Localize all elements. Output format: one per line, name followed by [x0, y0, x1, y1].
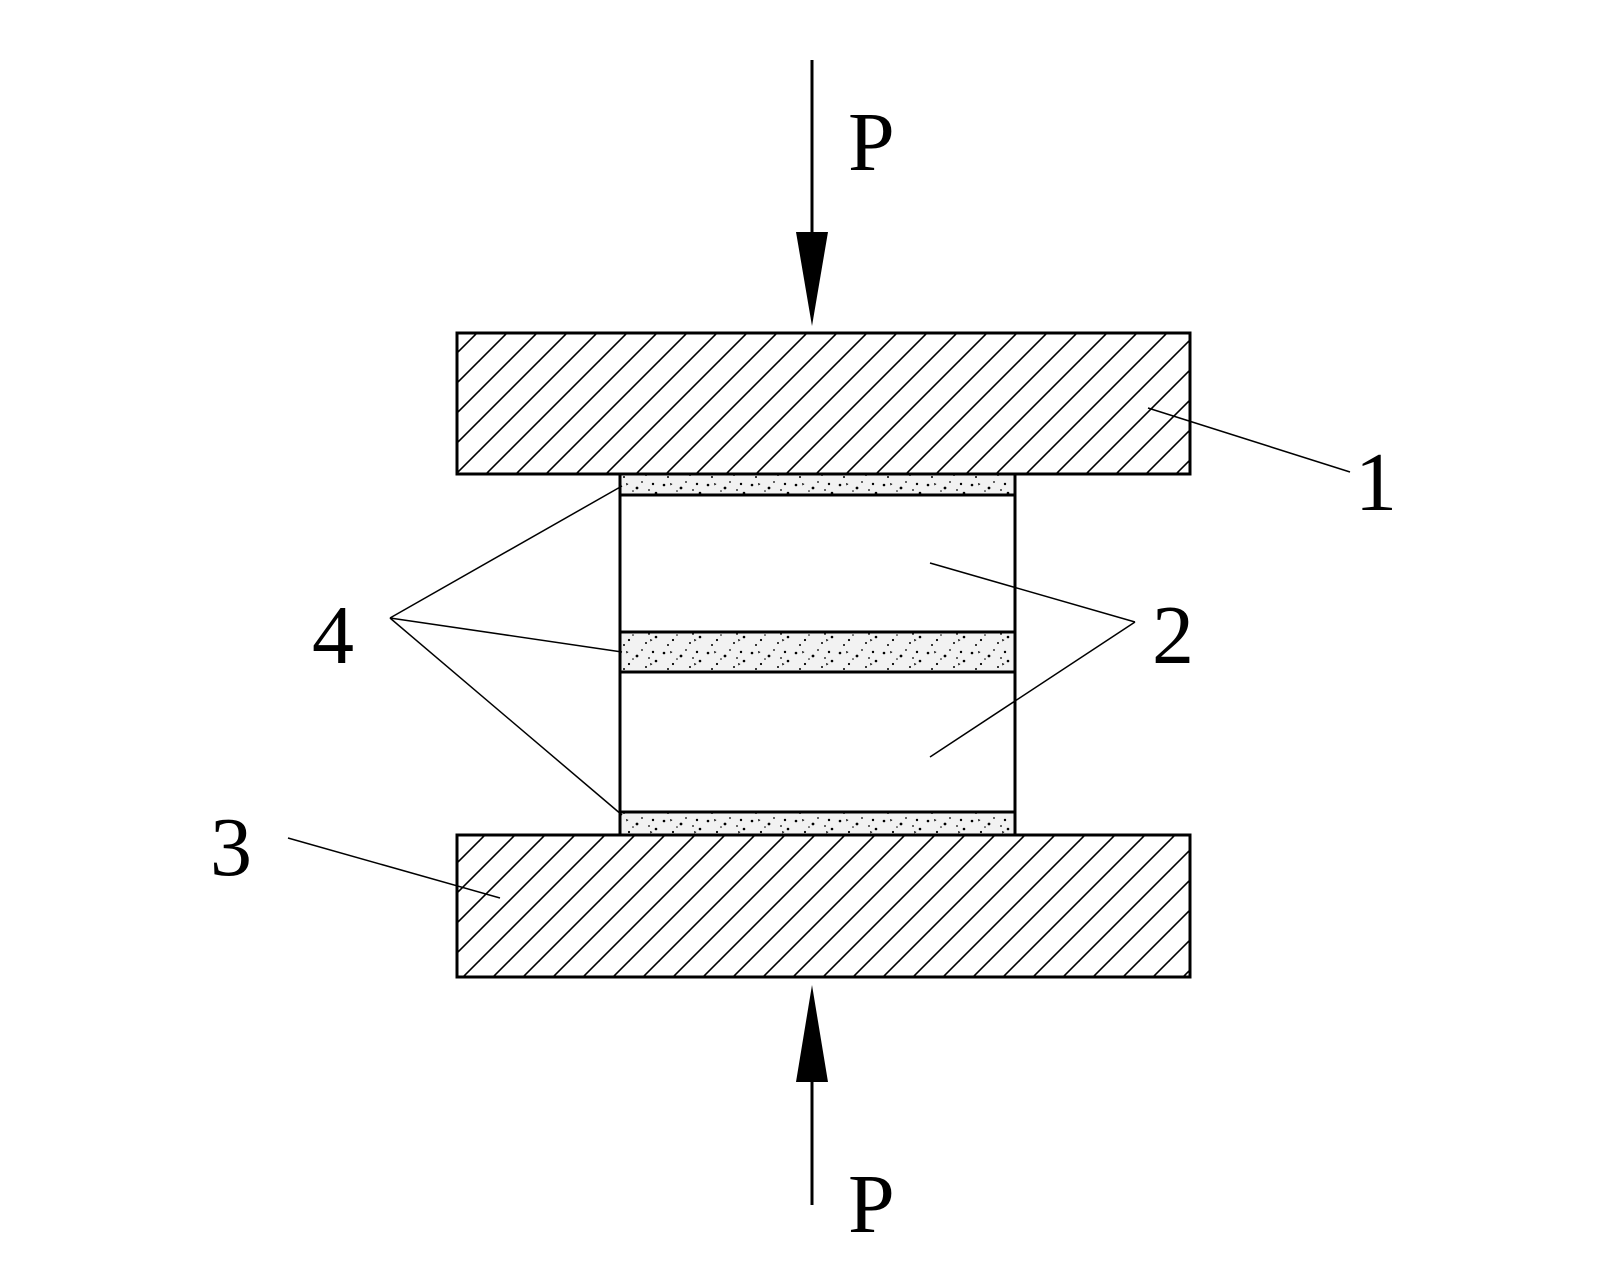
- leader-2a: [929, 562, 1136, 623]
- bottom-force-arrow: [796, 985, 828, 1205]
- specimen-lower: [618, 670, 1017, 814]
- lower-platen: [455, 833, 1192, 979]
- bottom-force-label: P: [848, 1158, 895, 1251]
- specimen-upper: [618, 493, 1017, 634]
- top-force-label: P: [848, 96, 895, 189]
- leader-4b: [389, 617, 623, 653]
- leader-1: [1147, 407, 1351, 473]
- leader-2b: [929, 621, 1136, 758]
- part-label-1: 1: [1355, 436, 1397, 529]
- leader-lines: [287, 407, 1351, 899]
- leader-4a: [389, 485, 623, 619]
- leader-3: [287, 837, 501, 899]
- part-label-2: 2: [1152, 589, 1194, 682]
- part-label-3: 3: [210, 801, 252, 894]
- upper-platen: [455, 331, 1192, 476]
- leader-4c: [389, 617, 623, 816]
- part-label-4: 4: [312, 589, 354, 682]
- top-force-arrow: [796, 60, 828, 326]
- interlayer-top: [618, 472, 1017, 497]
- interlayer-bottom: [618, 810, 1017, 837]
- interlayer-middle: [618, 630, 1017, 674]
